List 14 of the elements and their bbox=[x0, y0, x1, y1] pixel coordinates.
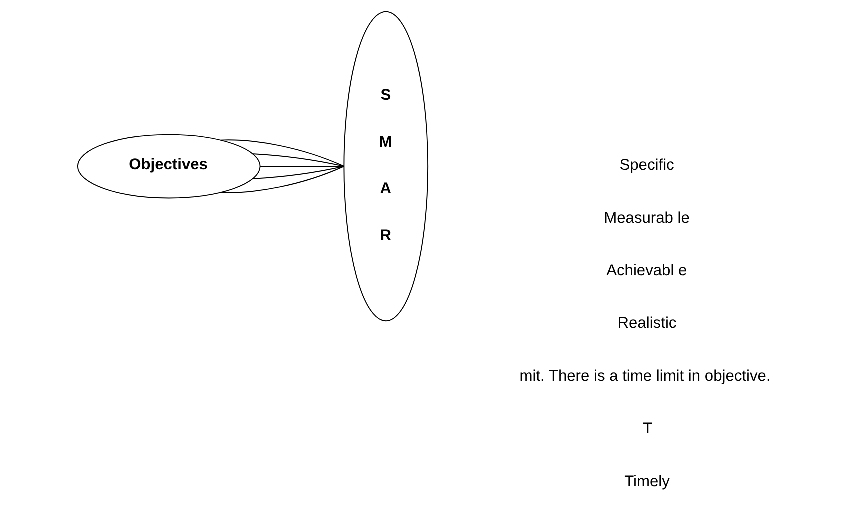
connector bbox=[220, 166, 344, 194]
connector bbox=[259, 166, 344, 167]
label: Specific bbox=[619, 157, 674, 174]
label: Measurab le bbox=[604, 210, 690, 227]
connector bbox=[220, 140, 344, 167]
node-ellipse: Objectives bbox=[76, 134, 260, 199]
label: Achievabl e bbox=[606, 262, 687, 280]
node-ellipse: S M A R bbox=[343, 11, 428, 322]
label: Timely bbox=[624, 473, 670, 490]
label: Realistic bbox=[617, 315, 676, 332]
connector bbox=[252, 166, 344, 180]
label: T bbox=[642, 420, 652, 438]
connector bbox=[252, 154, 344, 167]
label: mit. There is a time limit in objective. bbox=[519, 368, 770, 385]
